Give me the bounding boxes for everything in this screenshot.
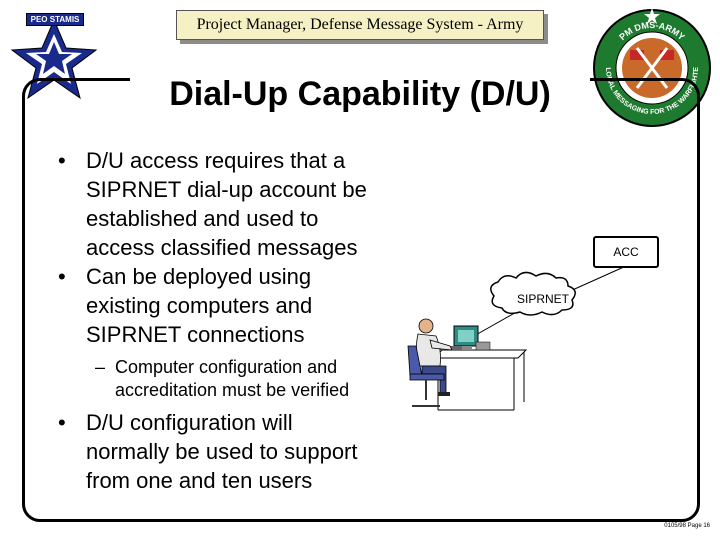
- user-link-line: [473, 309, 521, 337]
- office-chair-icon: [407, 345, 445, 407]
- pm-seal-icon: PM DMS-ARMY GLOBAL MESSAGING FOR THE WAR…: [587, 1, 711, 127]
- network-diagram: [407, 265, 627, 411]
- bullet-line: D/U access requires that a: [86, 148, 346, 173]
- bullet-line: D/U configuration will: [86, 410, 293, 435]
- seated-user-icon: [416, 318, 453, 396]
- sub-bullet-line: Computer configuration and: [115, 357, 338, 377]
- desk-icon: [432, 349, 528, 411]
- bullet-line: access classified messages: [86, 235, 358, 260]
- siprnet-cloud-icon: [490, 271, 576, 316]
- bullet-line: SIPRNET dial-up account be: [86, 177, 367, 202]
- computer-monitor-icon: [453, 325, 491, 351]
- siprnet-label: SIPRNET: [516, 292, 569, 306]
- page-footer: 0105/98 Page 16: [664, 523, 710, 529]
- bullet-line: Can be deployed using: [86, 264, 312, 289]
- bullet-line: SIPRNET connections: [86, 322, 305, 347]
- bullet-line: normally be used to support: [86, 439, 358, 464]
- acc-link-line: [567, 265, 627, 293]
- bullet-line: established and used to: [86, 206, 319, 231]
- sub-bullet-marker: –: [95, 357, 106, 377]
- acc-box: ACC: [593, 236, 659, 268]
- pm-dms-army-seal: PM DMS-ARMY GLOBAL MESSAGING FOR THE WAR…: [587, 1, 714, 130]
- bullet-line: from one and ten users: [86, 468, 313, 493]
- program-header-label: Project Manager, Defense Message System …: [196, 16, 524, 33]
- bullet-line: existing computers and: [86, 293, 313, 318]
- acc-label: ACC: [613, 245, 639, 259]
- bullet-marker: •: [58, 148, 66, 173]
- program-header: Project Manager, Defense Message System …: [176, 10, 544, 40]
- slide-title: Dial-Up Capability (D/U): [130, 72, 590, 116]
- bullet-marker: •: [58, 410, 66, 435]
- peo-stamis-label: PEO STAMIS: [26, 13, 84, 26]
- bullet-marker: •: [58, 264, 66, 289]
- sub-bullet-line: accreditation must be verified: [115, 380, 350, 400]
